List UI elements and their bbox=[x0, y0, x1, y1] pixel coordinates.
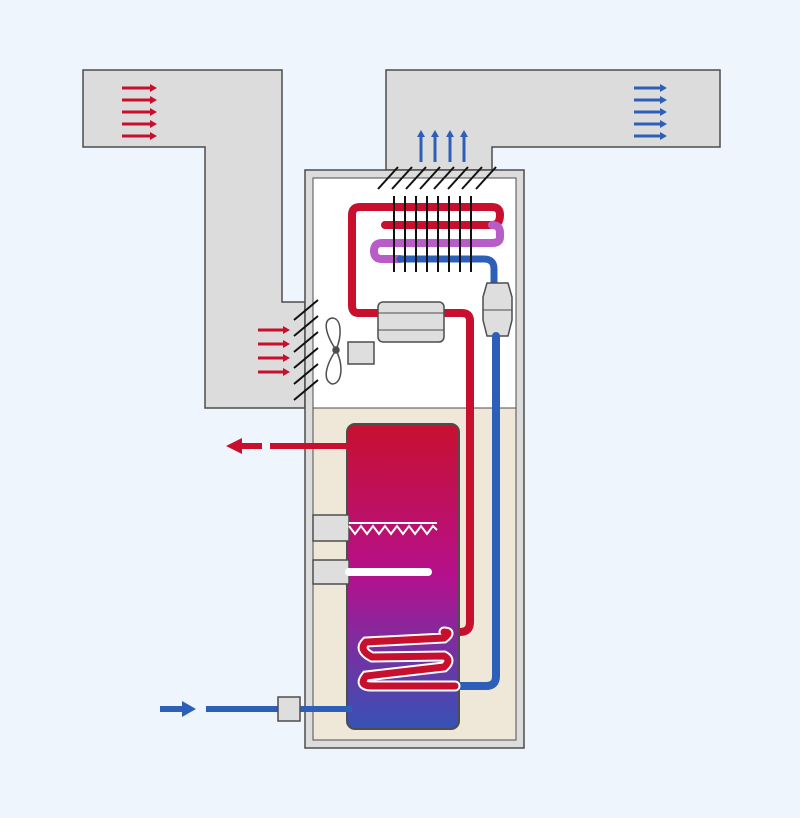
valve-icon bbox=[482, 282, 513, 337]
refrigerant-return-line bbox=[451, 332, 500, 690]
arrow-up-icon bbox=[417, 130, 425, 162]
compressor-icon bbox=[377, 301, 445, 343]
air-inlet-arrows bbox=[122, 84, 157, 140]
arrow-up-icon bbox=[460, 130, 468, 162]
arrow-right-icon bbox=[160, 701, 196, 717]
arrow-right-icon bbox=[634, 96, 667, 104]
arrow-right-icon bbox=[122, 120, 157, 128]
top-grille bbox=[377, 166, 497, 190]
evaporator-fins bbox=[393, 196, 472, 272]
motor-icon bbox=[347, 341, 375, 365]
arrow-right-icon bbox=[634, 132, 667, 140]
heating-element bbox=[312, 514, 438, 542]
arrow-left-icon bbox=[226, 438, 262, 454]
inlet-fitting bbox=[277, 696, 301, 722]
arrow-right-icon bbox=[258, 354, 290, 362]
exhaust-up-arrows bbox=[417, 130, 468, 162]
fan-intake-arrows bbox=[258, 326, 290, 376]
side-grille bbox=[293, 299, 319, 401]
fan-icon bbox=[325, 317, 342, 385]
arrow-right-icon bbox=[122, 96, 157, 104]
cabinet-upper-chamber bbox=[312, 177, 517, 409]
arrow-right-icon bbox=[122, 108, 157, 116]
refrigerant-cold-line bbox=[396, 255, 498, 287]
refrigerant-hot-line bbox=[348, 203, 505, 317]
arrow-right-icon bbox=[122, 84, 157, 92]
arrow-right-icon bbox=[634, 84, 667, 92]
cold-air-outlet-arrows bbox=[634, 84, 667, 140]
arrow-right-icon bbox=[258, 326, 290, 334]
refrigerant-discharge-line bbox=[376, 309, 474, 636]
arrow-right-icon bbox=[634, 108, 667, 116]
arrow-up-icon bbox=[431, 130, 439, 162]
arrow-right-icon bbox=[634, 120, 667, 128]
arrow-up-icon bbox=[446, 130, 454, 162]
arrow-right-icon bbox=[258, 340, 290, 348]
condenser-coil bbox=[357, 626, 461, 692]
thermostat-sensor bbox=[312, 559, 432, 585]
arrow-right-icon bbox=[258, 368, 290, 376]
arrow-right-icon bbox=[122, 132, 157, 140]
